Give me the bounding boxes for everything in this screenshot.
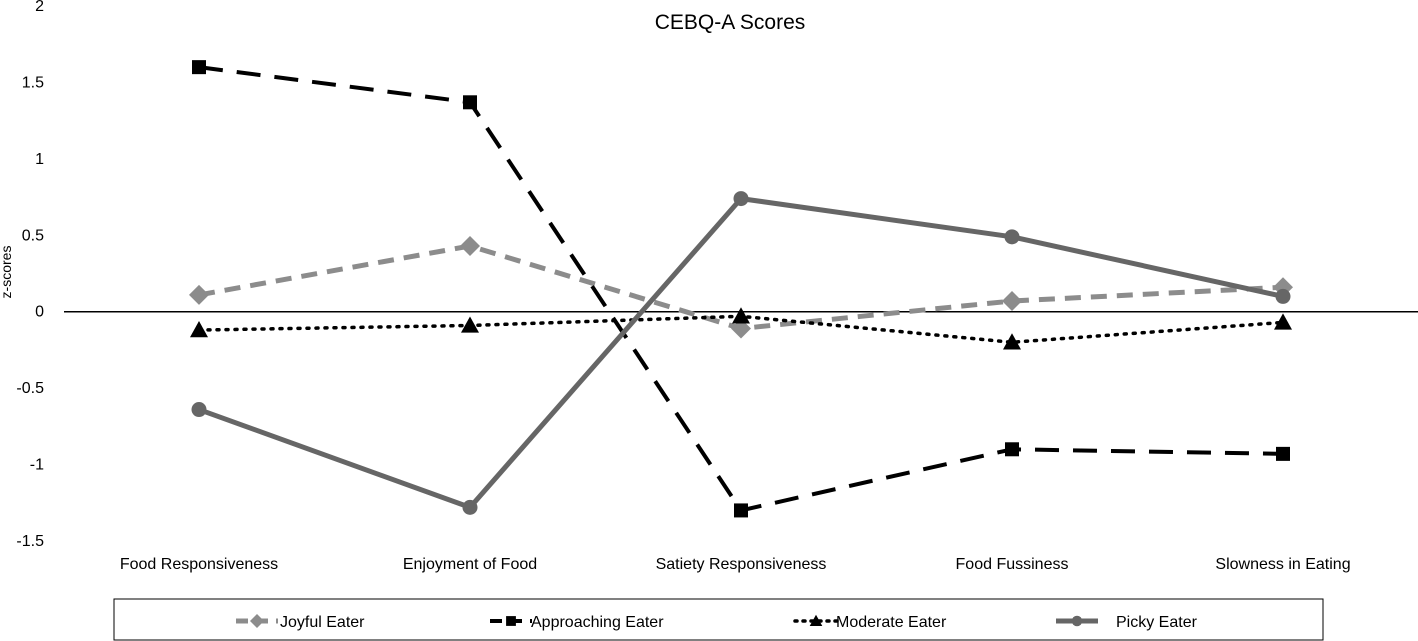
series-line-approaching-eater bbox=[198, 65, 1284, 513]
data-point-picky-eater bbox=[462, 499, 478, 515]
x-tick-label: Satiety Responsiveness bbox=[656, 556, 827, 573]
data-point-approaching-eater bbox=[1005, 442, 1019, 457]
data-point-approaching-eater bbox=[1276, 446, 1290, 461]
legend-items: Joyful Eater Approaching Eater Moderate Ea… bbox=[236, 614, 1198, 631]
chart-title: CEBQ-A Scores bbox=[655, 11, 806, 34]
legend bbox=[113, 598, 1324, 641]
legend-label-approaching-eater: Approaching Eater bbox=[531, 614, 664, 631]
data-point-picky-eater bbox=[191, 402, 207, 418]
data-point-joyful-eater bbox=[460, 235, 480, 256]
y-tick-label: 1.5 bbox=[22, 74, 44, 91]
legend-label-moderate-eater: Moderate Eater bbox=[836, 614, 947, 631]
series-line-picky-eater bbox=[198, 196, 1284, 510]
legend-marker-approaching-eater bbox=[506, 616, 516, 626]
x-tick-label: Food Fussiness bbox=[956, 556, 1069, 573]
x-tick-label: Slowness in Eating bbox=[1215, 556, 1350, 573]
y-tick-label: -0.5 bbox=[16, 380, 44, 397]
data-point-moderate-eater bbox=[190, 321, 208, 338]
data-point-approaching-eater bbox=[734, 503, 748, 518]
data-point-approaching-eater bbox=[192, 60, 206, 75]
y-tick-label: -1.5 bbox=[16, 533, 44, 550]
data-point-moderate-eater bbox=[732, 307, 750, 324]
y-tick-label: 0.5 bbox=[22, 227, 44, 244]
data-point-moderate-eater bbox=[461, 316, 479, 333]
data-point-joyful-eater bbox=[189, 284, 209, 305]
y-tick-label: 0 bbox=[35, 304, 44, 321]
y-tick-label: -1 bbox=[30, 457, 44, 474]
data-point-joyful-eater bbox=[731, 318, 751, 339]
legend-marker-moderate-eater bbox=[809, 614, 823, 627]
y-axis-title: z-scores bbox=[0, 246, 14, 299]
legend-marker-joyful-eater bbox=[250, 614, 264, 628]
data-point-picky-eater bbox=[1004, 229, 1020, 245]
y-tick-label: 2 bbox=[35, 0, 44, 15]
data-point-picky-eater bbox=[1275, 288, 1291, 304]
x-tick-label: Enjoyment of Food bbox=[403, 556, 537, 573]
y-tick-label: 1 bbox=[35, 151, 44, 168]
data-point-moderate-eater bbox=[1274, 313, 1292, 330]
data-point-approaching-eater bbox=[463, 95, 477, 110]
y-tick-labels: 2 1.5 1 0.5 0 -0.5 -1 -1.5 bbox=[16, 0, 44, 550]
series-lines bbox=[197, 65, 1285, 513]
legend-marker-picky-eater bbox=[1071, 615, 1083, 627]
data-point-moderate-eater bbox=[1003, 333, 1021, 350]
data-point-joyful-eater bbox=[1002, 291, 1022, 312]
legend-label-picky-eater: Picky Eater bbox=[1116, 614, 1198, 631]
x-tick-labels: Food Responsiveness Enjoyment of Food Sati… bbox=[120, 556, 1351, 573]
x-tick-label: Food Responsiveness bbox=[120, 556, 278, 573]
legend-label-joyful-eater: Joyful Eater bbox=[280, 614, 365, 631]
series-markers bbox=[189, 60, 1293, 518]
data-point-picky-eater bbox=[733, 191, 749, 207]
